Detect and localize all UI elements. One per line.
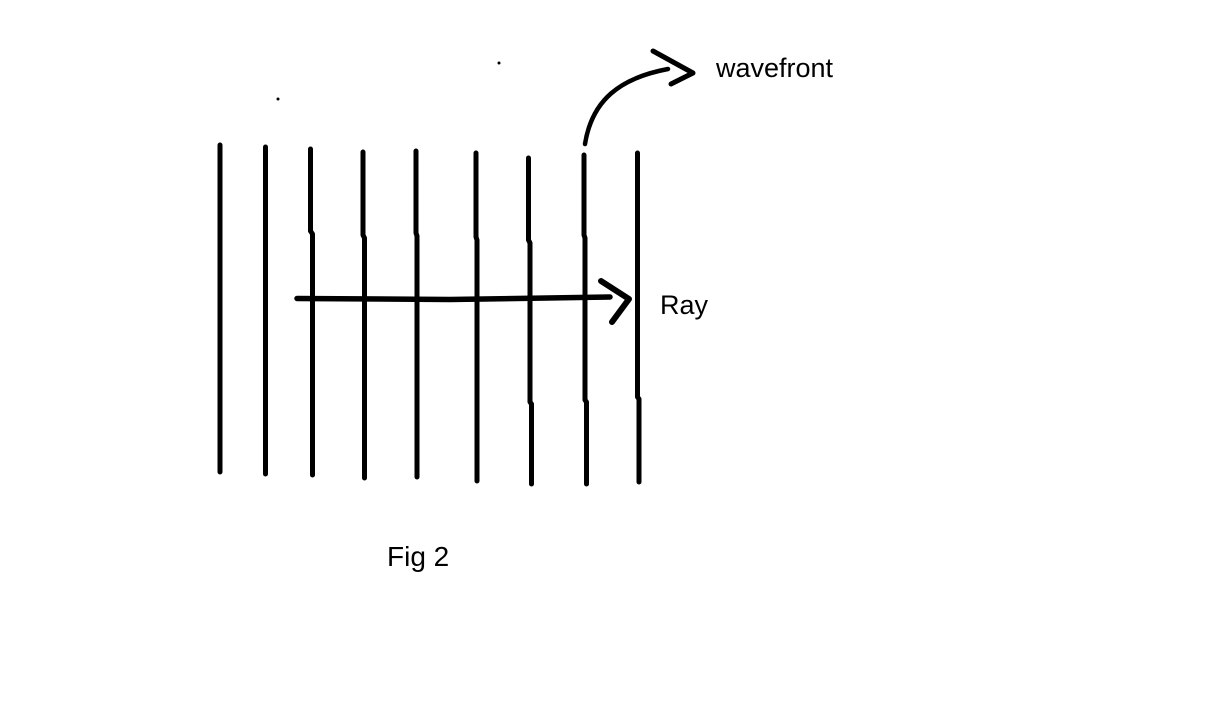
- wavefront-line-5: [413, 148, 420, 480]
- ray-label: Ray: [660, 290, 709, 320]
- wavefront-line-4: [360, 149, 367, 481]
- wavefront-pointer-curve: [582, 66, 671, 147]
- ray-line: [294, 294, 613, 303]
- wavefront-label: wavefront: [716, 53, 834, 83]
- wavefront-line-3: [308, 146, 315, 478]
- stray-dot-1: [276, 97, 280, 101]
- wavefront-line-7: [526, 155, 534, 487]
- figure-caption: Fig 2: [387, 541, 450, 572]
- wavefront-line-8: [581, 152, 589, 487]
- stray-dot-2: [497, 61, 501, 65]
- wavefront-line-9: [635, 150, 642, 485]
- ray-arrowhead: [598, 278, 632, 325]
- wavefront-line-6: [473, 150, 480, 484]
- wavefront-pointer-arrowhead: [650, 48, 696, 87]
